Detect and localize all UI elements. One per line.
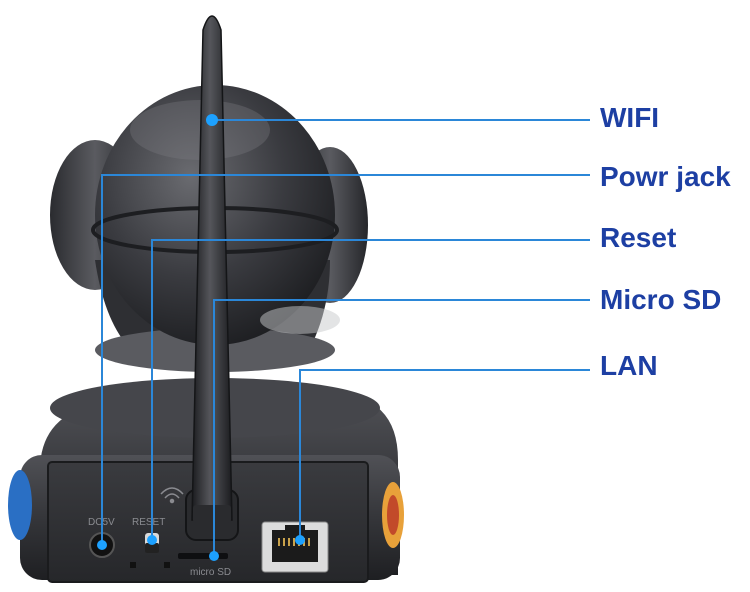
reset-callout-line	[151, 239, 590, 540]
sd-callout-line	[213, 299, 590, 556]
callout-label-wifi: WIFI	[600, 102, 660, 133]
sd-marking: micro SD	[190, 567, 231, 578]
callout-dots	[97, 114, 305, 561]
lan-callout-line	[299, 369, 590, 540]
antenna	[191, 15, 233, 523]
callout-label-micro-sd: Micro SD	[600, 284, 722, 315]
power-callout-line	[101, 174, 590, 545]
callout-lines	[101, 119, 590, 556]
lan-callout-dot	[295, 535, 305, 545]
wifi-callout-dot	[206, 114, 218, 126]
callout-label-reset: Reset	[600, 222, 677, 253]
power-callout-dot	[97, 540, 107, 550]
sd-callout-dot	[209, 551, 219, 561]
micro-sd-slot	[178, 553, 228, 559]
wifi-symbol-icon	[160, 487, 184, 504]
reset-marking: RESET	[132, 517, 165, 528]
side-sticker-left	[8, 470, 32, 540]
reset-callout-dot	[147, 535, 157, 545]
callout-label-lan: LAN	[600, 350, 658, 381]
callout-label-power-jack: Powr jack	[600, 161, 731, 192]
